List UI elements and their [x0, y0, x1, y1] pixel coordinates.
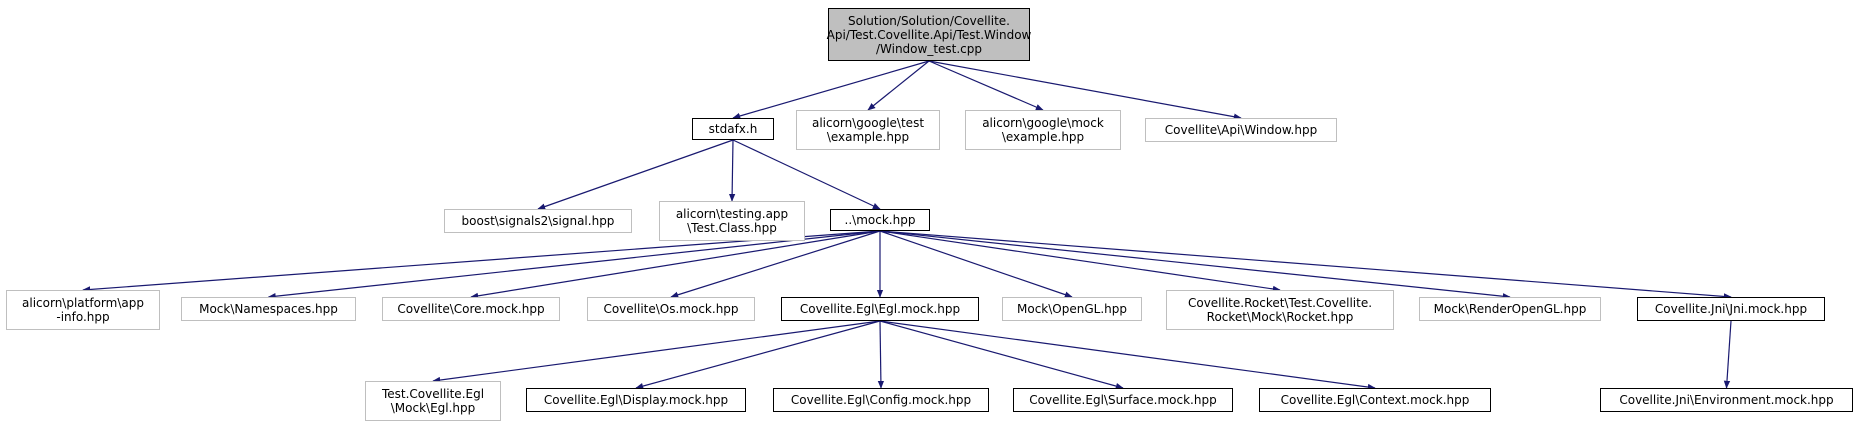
node-label-line: Covellite.Egl\Display.mock.hpp: [543, 393, 729, 407]
edge-stdafx-to-boost: [537, 139, 734, 210]
graph-node-osmock: Covellite\Os.mock.hpp: [587, 297, 755, 321]
node-label-line: Covellite.Jni\Environment.mock.hpp: [1619, 393, 1834, 407]
edge-root-to-gmock: [928, 60, 1044, 111]
edge-mock-to-rocket: [879, 230, 1281, 293]
edge-root-to-window: [928, 60, 1242, 120]
edge-eglmock-to-context: [879, 320, 1376, 391]
node-label-line: alicorn\google\test: [811, 116, 925, 130]
graph-node-display[interactable]: Covellite.Egl\Display.mock.hpp: [526, 388, 746, 412]
node-label-line: -info.hpp: [56, 310, 110, 324]
graph-node-gtest: alicorn\google\test\example.hpp: [796, 110, 940, 150]
node-label-line: \example.hpp: [1001, 130, 1085, 144]
node-label-line: ..\mock.hpp: [844, 213, 916, 227]
node-label-line: Covellite.Egl\Surface.mock.hpp: [1029, 393, 1217, 407]
graph-node-rocket: Covellite.Rocket\Test.Covellite.Rocket\M…: [1166, 290, 1394, 330]
graph-node-coremock: Covellite\Core.mock.hpp: [382, 297, 560, 321]
node-label-line: /Window_test.cpp: [875, 41, 983, 56]
graph-node-testegl: Test.Covellite.Egl\Mock\Egl.hpp: [365, 381, 501, 421]
edge-mock-to-coremock: [470, 230, 881, 300]
node-label-line: Rocket\Mock\Rocket.hpp: [1206, 310, 1354, 324]
edge-stdafx-to-testclass: [728, 139, 736, 202]
edge-jnimock-to-environment: [1723, 320, 1732, 389]
graph-node-gmock: alicorn\google\mock\example.hpp: [965, 110, 1121, 150]
edge-root-to-gtest: [867, 60, 930, 111]
edge-mock-to-jnimock: [879, 230, 1732, 300]
node-label-line: alicorn\platform\app: [22, 296, 144, 310]
graph-node-eglmock[interactable]: Covellite.Egl\Egl.mock.hpp: [781, 297, 979, 321]
edge-root-to-stdafx: [732, 60, 930, 120]
edge-layer: [82, 60, 1732, 391]
node-label-line: Covellite.Rocket\Test.Covellite.: [1187, 296, 1373, 310]
graph-node-renderopengl: Mock\RenderOpenGL.hpp: [1419, 297, 1601, 321]
graph-node-window: Covellite\Api\Window.hpp: [1145, 118, 1337, 142]
node-label-line: Mock\Namespaces.hpp: [199, 302, 338, 316]
graph-node-appinfo: alicorn\platform\app-info.hpp: [6, 290, 160, 330]
node-label-line: Covellite.Egl\Context.mock.hpp: [1280, 393, 1470, 407]
edge-mock-to-renderopengl: [879, 230, 1511, 300]
node-label-line: Solution/Solution/Covellite.: [848, 13, 1010, 28]
edge-mock-to-opengl: [879, 230, 1073, 298]
graph-node-stdafx[interactable]: stdafx.h: [692, 118, 774, 140]
node-label-line: alicorn\google\mock: [982, 116, 1104, 130]
graph-node-context[interactable]: Covellite.Egl\Context.mock.hpp: [1259, 388, 1491, 412]
edge-mock-to-namespaces: [267, 230, 881, 300]
node-label-line: Mock\OpenGL.hpp: [1017, 302, 1127, 316]
edge-stdafx-to-mock: [732, 139, 881, 210]
edge-eglmock-to-display: [635, 320, 881, 390]
graph-node-opengl: Mock\OpenGL.hpp: [1002, 297, 1142, 321]
node-label-line: Covellite.Egl\Egl.mock.hpp: [799, 302, 961, 316]
graph-node-mock[interactable]: ..\mock.hpp: [830, 209, 930, 231]
node-label-line: stdafx.h: [708, 122, 758, 136]
node-label-line: \Test.Class.hpp: [687, 221, 777, 235]
node-label-line: Test.Covellite.Egl: [381, 387, 485, 401]
graph-node-jnimock[interactable]: Covellite.Jni\Jni.mock.hpp: [1637, 297, 1825, 321]
node-label-line: alicorn\testing.app: [675, 207, 789, 221]
graph-node-surface[interactable]: Covellite.Egl\Surface.mock.hpp: [1013, 388, 1233, 412]
graph-node-namespaces: Mock\Namespaces.hpp: [181, 297, 356, 321]
graph-node-environment[interactable]: Covellite.Jni\Environment.mock.hpp: [1600, 388, 1853, 412]
node-label-line: Api/Test.Covellite.Api/Test.Window: [826, 27, 1032, 42]
graph-node-root[interactable]: Solution/Solution/Covellite.Api/Test.Cov…: [826, 8, 1032, 61]
node-label-line: boost\signals2\signal.hpp: [461, 214, 615, 228]
node-label-line: \Mock\Egl.hpp: [390, 401, 476, 415]
node-label-line: Covellite\Core.mock.hpp: [397, 302, 545, 316]
node-label-line: Covellite\Api\Window.hpp: [1164, 123, 1318, 137]
edge-eglmock-to-testegl: [432, 320, 881, 384]
node-label-line: Covellite.Jni\Jni.mock.hpp: [1654, 302, 1808, 316]
graph-node-boost: boost\signals2\signal.hpp: [444, 209, 632, 233]
graph-node-config[interactable]: Covellite.Egl\Config.mock.hpp: [773, 388, 989, 412]
node-label-line: Covellite.Egl\Config.mock.hpp: [790, 393, 972, 407]
graph-node-testclass: alicorn\testing.app\Test.Class.hpp: [659, 201, 805, 241]
edge-eglmock-to-config: [877, 320, 885, 389]
node-label-line: Mock\RenderOpenGL.hpp: [1433, 302, 1587, 316]
node-label-line: \example.hpp: [826, 130, 910, 144]
edge-mock-to-osmock: [670, 230, 881, 298]
edge-eglmock-to-surface: [879, 320, 1124, 390]
node-label-line: Covellite\Os.mock.hpp: [603, 302, 739, 316]
